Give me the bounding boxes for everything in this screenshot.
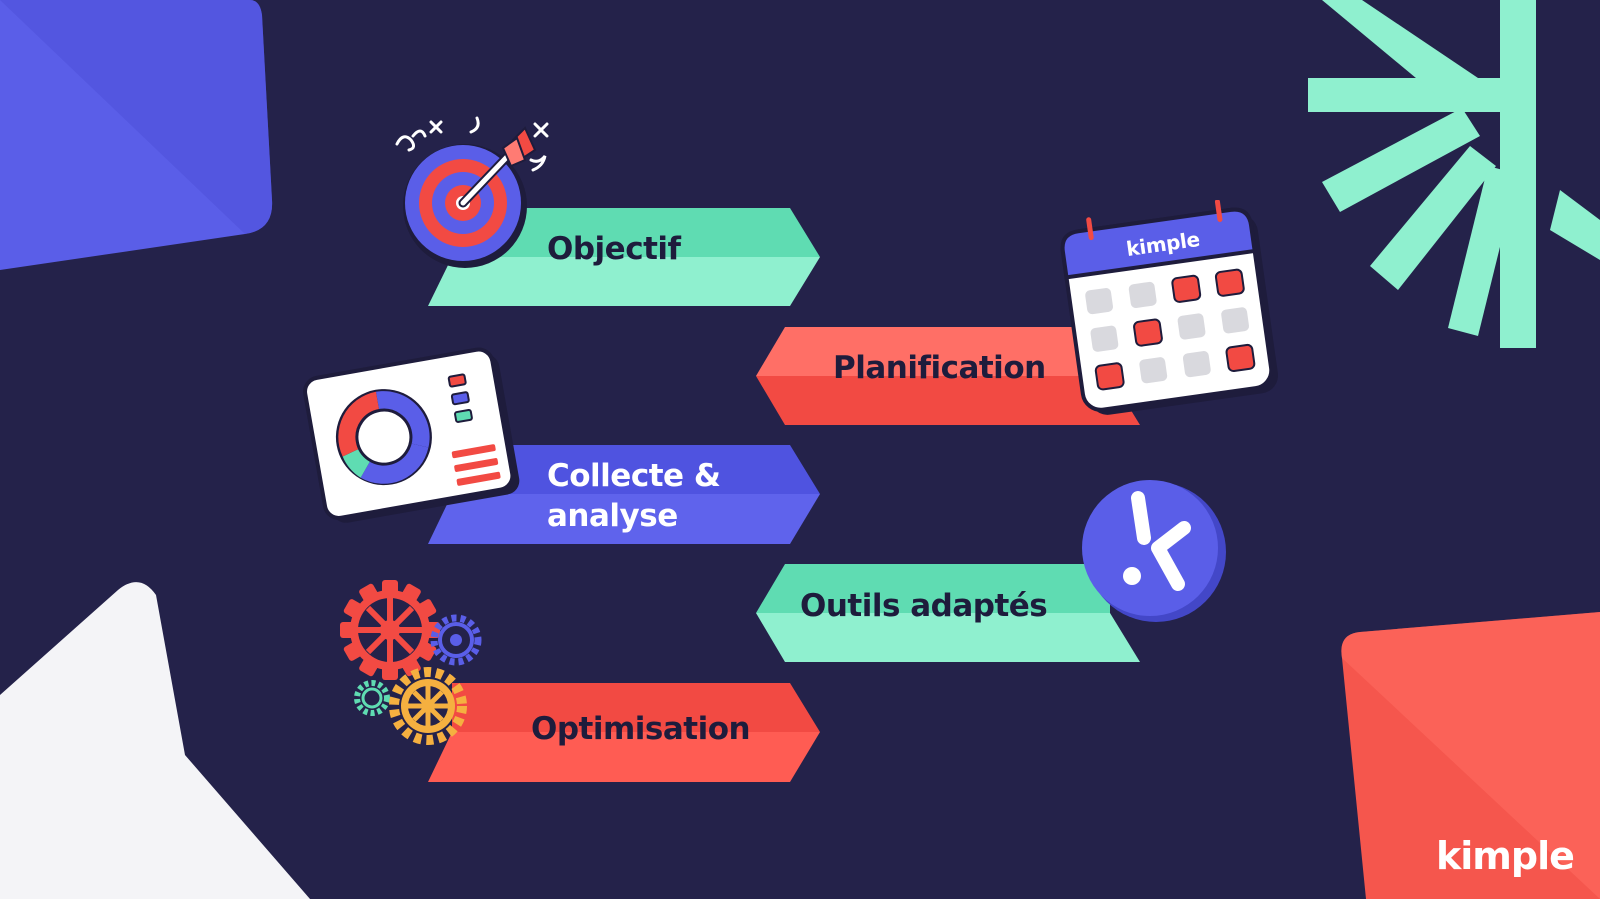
brand-logo: kimple bbox=[1436, 834, 1575, 878]
ribbon-collecte bbox=[428, 445, 820, 544]
gears-icon bbox=[340, 580, 482, 745]
dashboard-chart-icon bbox=[303, 347, 520, 523]
calendar-days bbox=[1085, 268, 1256, 391]
step-collecte-label-line1: Collecte & bbox=[547, 458, 721, 494]
ribbon-outils bbox=[756, 564, 1140, 662]
step-collecte-label-line2: analyse bbox=[547, 498, 678, 534]
ribbon-optimisation bbox=[428, 683, 820, 782]
bottom-right-panel bbox=[1341, 612, 1600, 899]
step-planification-label: Planification bbox=[833, 350, 1046, 386]
step-objectif-label: Objectif bbox=[547, 231, 681, 267]
calendar-icon bbox=[1060, 200, 1279, 415]
kimple-logo-icon bbox=[1082, 480, 1226, 622]
ribbon-objectif bbox=[428, 208, 820, 306]
starburst-shape bbox=[1308, 0, 1600, 348]
ribbon-planification bbox=[756, 327, 1140, 425]
bottom-left-panel bbox=[0, 582, 310, 899]
target-icon bbox=[395, 116, 549, 268]
step-optimisation-label: Optimisation bbox=[531, 711, 751, 747]
step-outils-label: Outils adaptés bbox=[800, 588, 1048, 624]
top-left-panel bbox=[0, 0, 273, 270]
